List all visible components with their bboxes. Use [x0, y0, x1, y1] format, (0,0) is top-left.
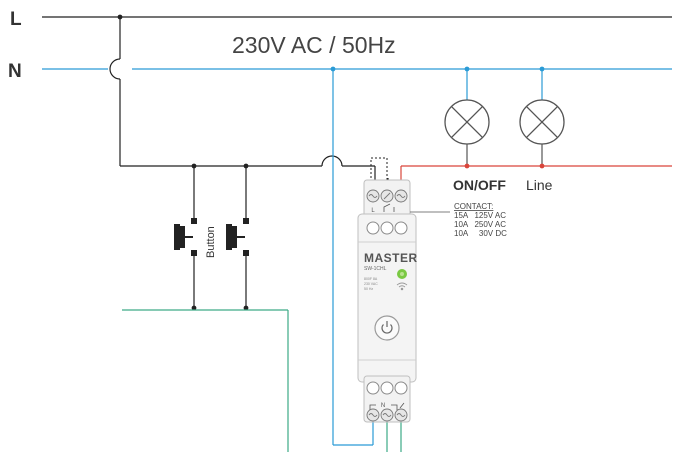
neutral-drop-wire [332, 69, 374, 446]
supply-label: 230V AC / 50Hz [232, 32, 396, 58]
lamp-icon [444, 99, 490, 145]
terminal-bottom-label: N [381, 403, 385, 409]
junction-dot [117, 14, 123, 20]
junction-dot [191, 163, 197, 169]
device-model: SW-1CHL [364, 266, 387, 272]
terminal-holes-upper [366, 221, 408, 235]
contact-title: CONTACT: [454, 202, 493, 211]
device-spec-3: 50 Hz [364, 287, 373, 291]
junction-dot [464, 163, 470, 169]
junction-dot [243, 163, 249, 169]
junction-dot [191, 305, 197, 311]
power-button[interactable] [374, 315, 400, 341]
terminal-holes-lower [366, 381, 408, 395]
push-button-icon [226, 218, 249, 256]
device-spec-1: 800F 8A [364, 277, 378, 281]
lamp-icon [519, 99, 565, 145]
terminal-top-label: L [371, 208, 375, 214]
wifi-icon [396, 282, 408, 291]
contact-row-2: 10A 250V AC [454, 220, 506, 229]
jumper-link [370, 157, 388, 183]
power-icon [381, 321, 393, 334]
junction-dot [330, 66, 336, 72]
device-spec-2: 230 VAC [364, 282, 378, 286]
relay-contact-symbol [383, 203, 395, 212]
on-off-label: ON/OFF [453, 177, 506, 193]
button-label: Button [205, 226, 217, 258]
junction-dot [464, 66, 470, 72]
push-button-icon [174, 218, 197, 256]
junction-dot [539, 66, 545, 72]
bottom-bracket-symbol [369, 402, 405, 410]
junction-dot [539, 163, 545, 169]
button-live-wire [193, 166, 247, 308]
neutral-label: N [8, 61, 22, 82]
contact-row-3: 10A 30V DC [454, 229, 507, 238]
junction-dot [243, 305, 249, 311]
device-brand: MASTER [364, 251, 418, 265]
contact-row-1: 15A 125V AC [454, 211, 506, 220]
line-label: L [10, 9, 22, 30]
line-word-label: Line [526, 177, 553, 193]
button-signal-wire [122, 309, 402, 452]
